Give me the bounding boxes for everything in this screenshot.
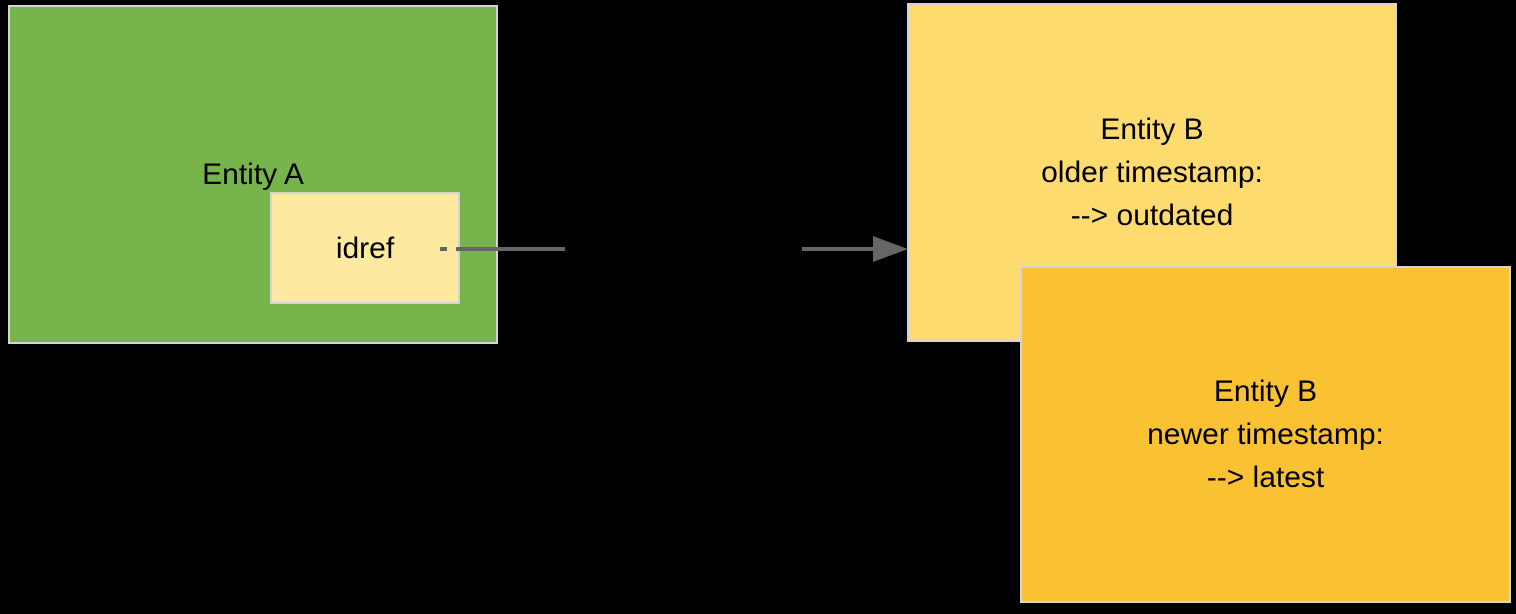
arrow-segment-left <box>456 247 565 251</box>
idref-label: idref <box>335 231 395 265</box>
arrow-start-nub <box>440 247 447 251</box>
arrow-segment-right <box>802 247 875 251</box>
idref-box: idref <box>270 192 460 304</box>
entity-b-older-line2: older timestamp: <box>1041 156 1263 189</box>
entity-a-label: Entity A <box>202 158 304 191</box>
entity-a-box: Entity A <box>8 5 498 344</box>
entity-b-newer-box: Entity B newer timestamp: --> latest <box>1020 266 1511 603</box>
entity-b-older-line3: --> outdated <box>1070 199 1234 232</box>
entity-b-newer-line2: newer timestamp: <box>1147 418 1384 451</box>
entity-b-newer-line1: Entity B <box>1213 375 1318 408</box>
arrowhead-icon <box>873 236 908 262</box>
entity-b-newer-line3: --> latest <box>1206 461 1325 494</box>
reference-arrow <box>440 236 908 262</box>
entity-b-older-line1: Entity B <box>1100 113 1204 146</box>
